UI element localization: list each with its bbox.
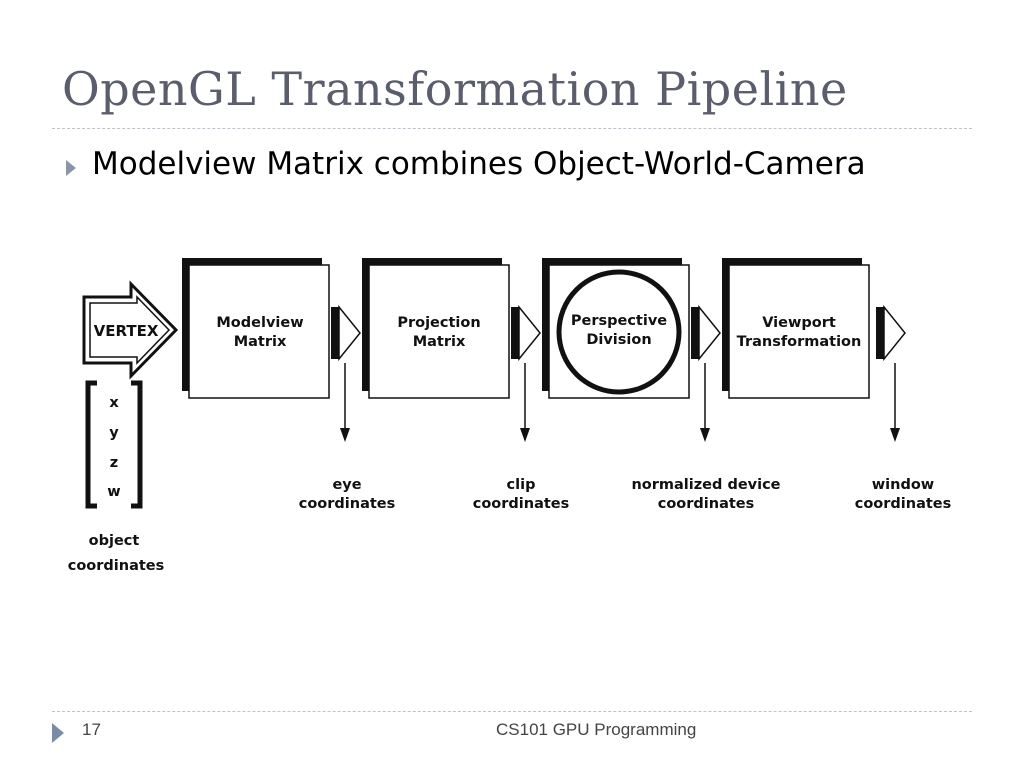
stage-label: Matrix xyxy=(234,334,287,350)
down-arrow-icon xyxy=(520,363,530,442)
object-coords-label: object xyxy=(89,533,140,549)
flow-arrow-icon xyxy=(518,304,541,362)
stage-label: Division xyxy=(586,332,651,348)
flow-arrow-icon xyxy=(698,304,721,362)
stage-perspective-division: Perspective Division xyxy=(542,258,690,399)
down-arrow-icon xyxy=(340,363,350,442)
output-label: coordinates xyxy=(658,496,755,512)
output-label: window xyxy=(872,477,934,493)
stage-label: Perspective xyxy=(571,313,667,329)
vertex-arrow-inner xyxy=(89,295,171,365)
stage-projection: Projection Matrix xyxy=(362,258,510,399)
stage-modelview: Modelview Matrix xyxy=(182,258,330,399)
bullet-text: Modelview Matrix combines Object-World-C… xyxy=(92,146,866,182)
footer-divider xyxy=(52,711,972,712)
output-label: coordinates xyxy=(855,496,952,512)
down-arrow-icon xyxy=(700,363,710,442)
footer-arrow-icon xyxy=(52,723,64,743)
bullet-arrow-icon xyxy=(66,160,76,176)
down-arrow-icon xyxy=(890,363,900,442)
stage-label: Transformation xyxy=(737,334,862,350)
output-label: normalized device xyxy=(631,477,780,493)
stage-viewport: Viewport Transformation xyxy=(722,258,870,399)
vector-bracket-right xyxy=(131,380,143,509)
output-label: coordinates xyxy=(473,496,570,512)
flow-arrow-icon xyxy=(883,304,906,362)
flow-arrow-icon xyxy=(338,304,361,362)
object-coords-label: coordinates xyxy=(68,558,165,574)
stage-label: Modelview xyxy=(216,315,303,331)
output-label: coordinates xyxy=(299,496,396,512)
pipeline-svg: VERTEX x y z w object coordinates Modelv… xyxy=(68,258,952,574)
footer-course-title: CS101 GPU Programming xyxy=(496,720,697,739)
vertex-label: VERTEX xyxy=(94,322,159,340)
vector-component: w xyxy=(107,484,120,500)
stage-label: Projection xyxy=(397,315,480,331)
page-number: 17 xyxy=(82,720,101,739)
vector-bracket-left xyxy=(85,380,97,509)
stage-label: Matrix xyxy=(413,334,466,350)
output-label: clip xyxy=(507,477,536,493)
vector-component: x xyxy=(109,395,119,411)
pipeline-diagram: VERTEX x y z w object coordinates Modelv… xyxy=(66,250,960,575)
stage-label: Viewport xyxy=(762,315,836,331)
vector-component: z xyxy=(110,455,118,471)
vertex-arrow-icon xyxy=(82,280,179,380)
slide-title: OpenGL Transformation Pipeline xyxy=(62,62,848,116)
output-label: eye xyxy=(332,477,361,493)
vector-component: y xyxy=(109,425,119,441)
title-divider xyxy=(52,128,972,129)
